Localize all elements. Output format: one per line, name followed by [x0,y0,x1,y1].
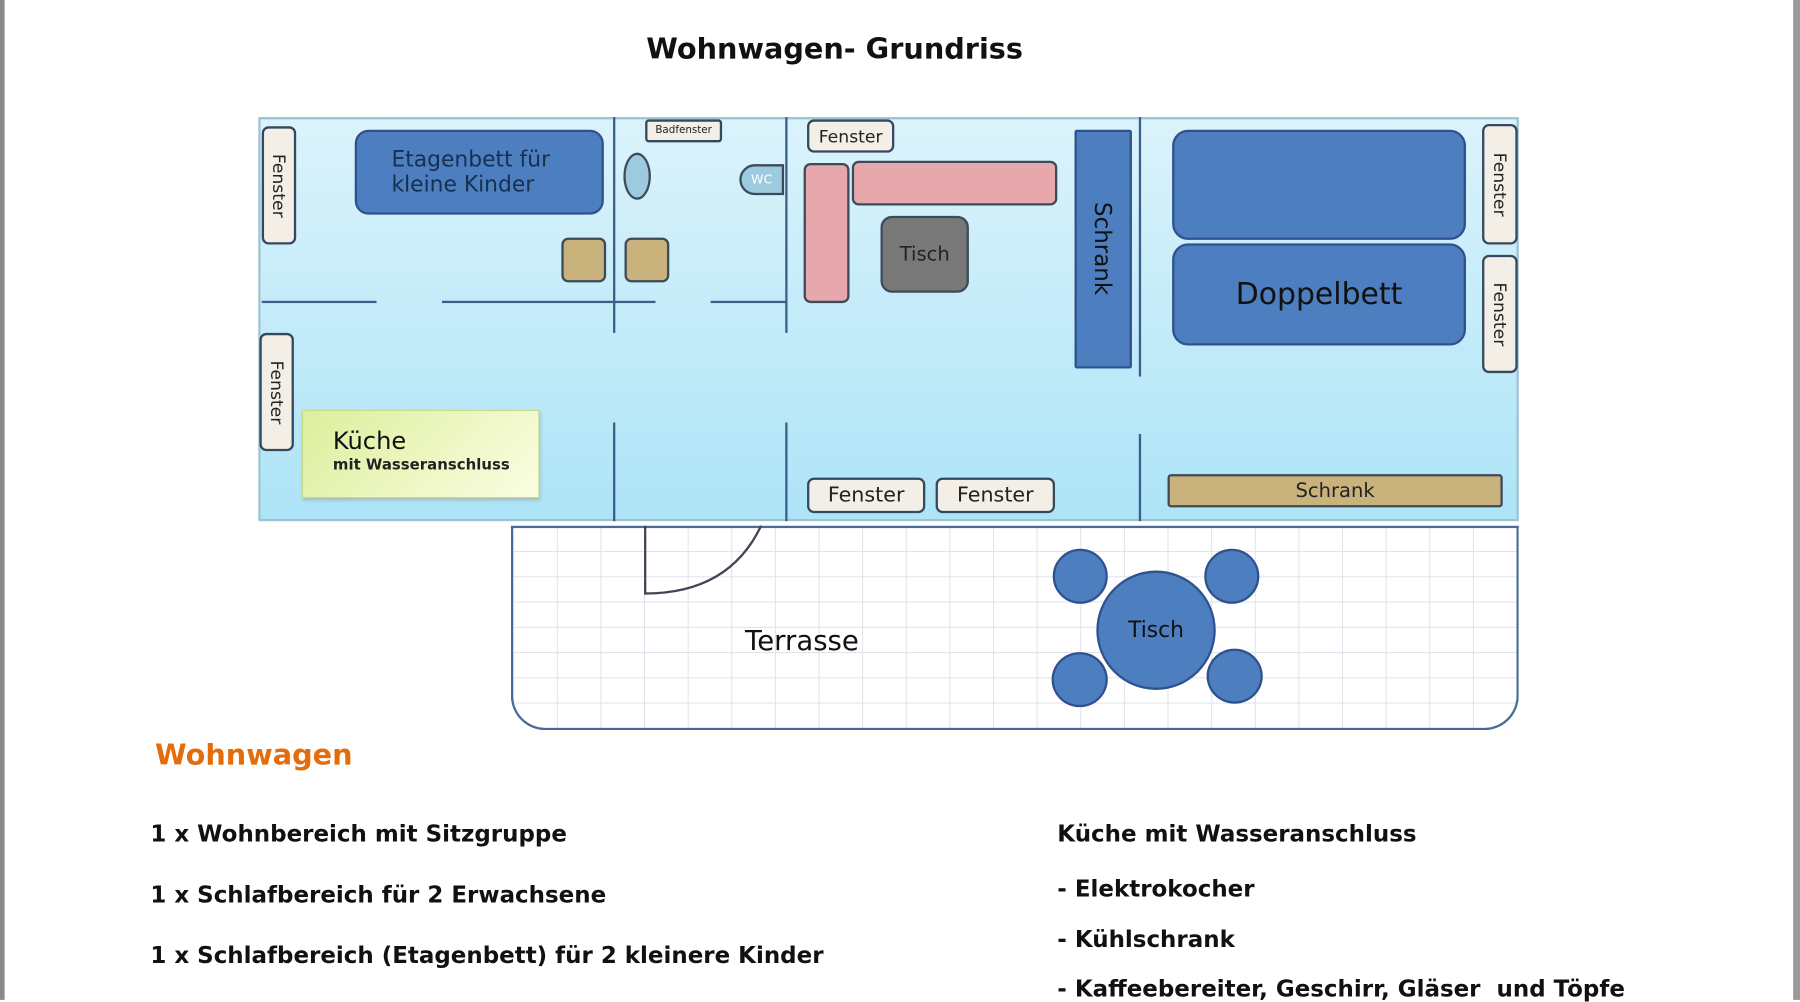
seat [561,237,607,283]
page-title: Wohnwagen- Grundriss [646,32,1023,66]
terrace-label: Terrasse [745,624,859,657]
kitchen-heading: Küche mit Wasseranschluss [1057,819,1417,848]
wardrobe-vertical: Schrank [1074,129,1132,369]
bath-window: Badfenster [645,119,723,143]
wall [785,422,788,522]
wardrobe-bottom: Schrank [1167,474,1503,508]
wall [613,422,616,522]
chair [1206,648,1263,704]
kitchen: Küche mit Wasseranschluss [301,409,540,499]
double-bed-top [1172,129,1466,240]
window-bottom-2: Fenster [935,477,1056,514]
list-item: - Elektrokocher [1057,874,1255,903]
sink [623,152,651,200]
chair [1051,652,1108,708]
seat [624,237,670,283]
window-left-top: Fenster [261,126,297,245]
wall [710,300,787,304]
kitchen-label: Küche [332,427,407,455]
terrace-table: Tisch [1096,570,1216,690]
list-item: 1 x Schlafbereich (Etagenbett) für 2 kle… [150,941,824,969]
wall [441,300,656,304]
chair [1204,548,1260,604]
section-heading: Wohnwagen [154,738,353,772]
list-item: 1 x Wohnbereich mit Sitzgruppe [150,819,567,848]
bench [851,160,1058,206]
terrace [510,525,1519,731]
left-edge [0,0,5,1000]
door-swing [644,525,763,595]
wall [1138,117,1142,377]
chair [1052,548,1108,604]
scrollbar[interactable] [1793,0,1800,1000]
wall [613,117,616,333]
kitchen-sublabel: mit Wasseranschluss [332,456,510,475]
double-bed: Doppelbett [1172,243,1466,346]
bunk-bed-label: kleine Kinder [391,172,535,198]
window-right-bottom: Fenster [1482,254,1518,374]
wall [1138,433,1142,522]
list-item: - Kaffeebereiter, Geschirr, Gläser und T… [1057,974,1625,1002]
window-top: Fenster [807,119,895,153]
table: Tisch [880,215,969,293]
bench [803,163,850,304]
list-item: 1 x Schlafbereich für 2 Erwachsene [150,880,607,909]
window-right-top: Fenster [1482,123,1518,245]
wall [261,300,377,304]
toilet: WC [739,164,785,196]
window-bottom-1: Fenster [807,477,926,514]
terrace-edge [510,525,1519,529]
bunk-bed-label: Etagenbett für [391,146,551,173]
window-left-bottom: Fenster [259,332,294,452]
list-item: - Kühlschrank [1057,925,1235,953]
wall [785,117,788,333]
